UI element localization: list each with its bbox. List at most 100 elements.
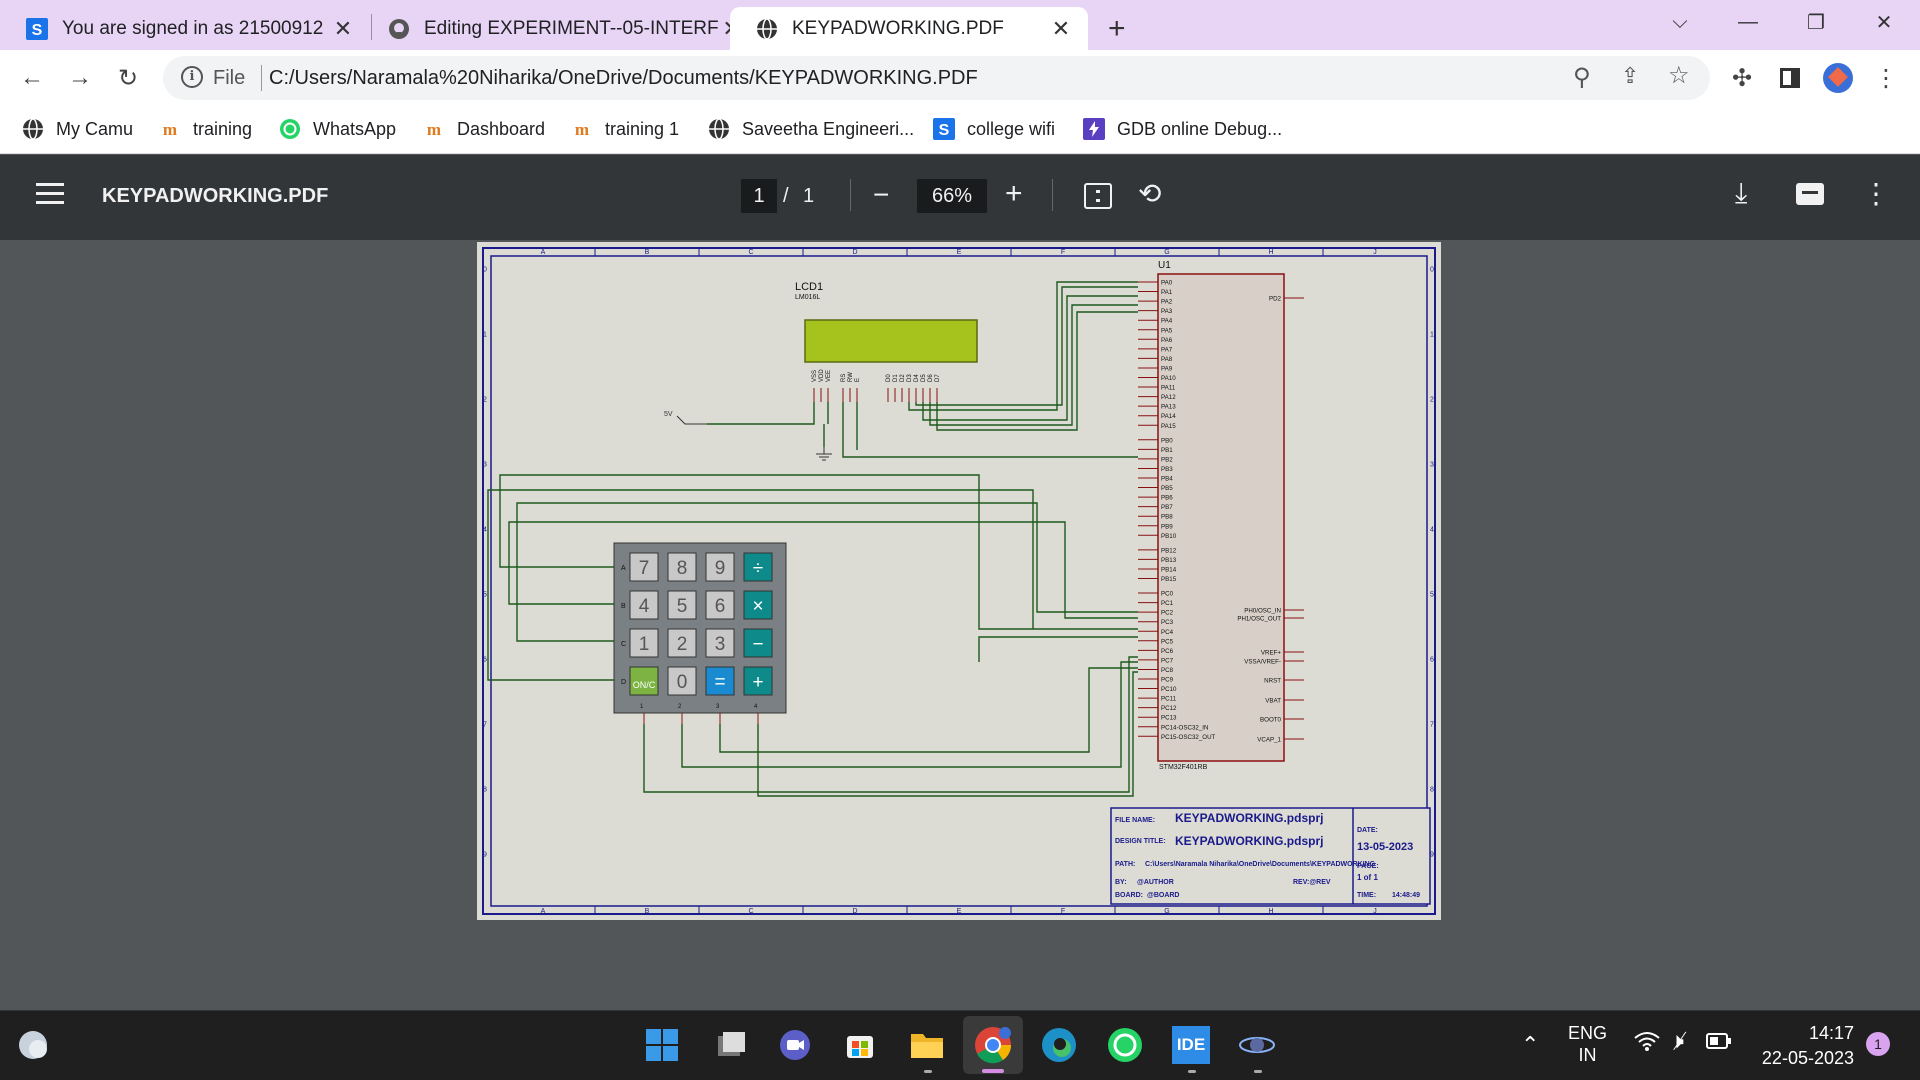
wifi-icon[interactable] [1633,1030,1661,1058]
info-icon[interactable]: i [181,66,203,88]
border-number: 5 [483,592,487,599]
task-view-icon[interactable] [708,1022,754,1068]
globe-icon [22,118,44,140]
bookmark-label: training 1 [605,118,680,139]
tab-search-button[interactable]: ⌵ [1650,0,1710,44]
side-panel-button[interactable] [1774,62,1806,94]
browser-menu-button[interactable]: ⋮ [1870,62,1902,94]
mcu-pin-label: PC6 [1161,648,1174,655]
bookmark-whatsapp[interactable]: WhatsApp [279,114,396,144]
fit-to-page-icon[interactable] [1084,183,1112,209]
close-icon: ✕ [1875,11,1893,34]
keypad-col-label: 1 [640,704,644,710]
new-tab-button[interactable]: + [1096,7,1146,50]
print-icon[interactable] [1796,183,1824,205]
address-bar[interactable]: i File C:/Users/Naramala%20Niharika/OneD… [163,56,1710,100]
m-logo-icon: m [571,118,593,140]
url-text[interactable]: C:/Users/Naramala%20Niharika/OneDrive/Do… [269,67,978,89]
bookmark-saveetha[interactable]: Saveetha Engineeri... [708,114,914,144]
lcd-pin-label: VDD [819,369,825,382]
keypad-key [629,666,659,696]
mcu-pin-label: PD2 [1269,296,1282,303]
keypad-key [705,666,735,696]
minus-icon: − [873,179,890,210]
reload-button[interactable]: ↻ [112,62,144,94]
mcu-pin-label: PC7 [1161,657,1174,664]
profile-button[interactable] [1822,62,1854,94]
tab-github-editing[interactable]: Editing EXPERIMENT--05-INTERF ✕ [362,7,741,50]
keypad-key-label: 8 [677,558,688,579]
forward-button[interactable]: → [64,62,96,94]
bookmark-label: My Camu [56,118,134,139]
settings-app-icon[interactable] [1234,1022,1280,1068]
border-number: 1 [1430,332,1434,339]
ide-icon[interactable]: IDE [1168,1022,1214,1068]
extensions-button[interactable]: ✣ [1726,62,1758,94]
tab-keypad-pdf[interactable]: KEYPADWORKING.PDF ✕ [730,7,1088,50]
lcd-pin-label: D5 [921,374,927,382]
bookmark-star-icon[interactable]: ☆ [1668,62,1690,89]
tab-signed-in[interactable]: S You are signed in as 21500912 ✕ [0,7,370,50]
battery-icon[interactable] [1706,1033,1732,1054]
volume-muted-icon[interactable]: 🕨̸ [1670,1028,1684,1053]
download-icon[interactable]: ⤓ [1735,177,1748,208]
close-icon[interactable]: ✕ [1051,15,1071,41]
border-number: 6 [1430,657,1434,664]
keypad-key [705,590,735,620]
mcu-pin-label: PC13 [1161,715,1177,722]
restore-button[interactable]: ❐ [1786,0,1846,44]
board: @BOARD [1147,892,1180,899]
keypad-key-label: 2 [677,634,688,655]
edge-icon[interactable] [1036,1022,1082,1068]
mcu-pin-label: PB1 [1161,447,1173,454]
m-logo-icon: m [159,118,181,140]
bookmark-training-1[interactable]: m training 1 [571,114,679,144]
mcu-pin-label: PA6 [1161,337,1173,344]
store-icon[interactable] [837,1022,883,1068]
back-button[interactable]: ← [16,62,48,94]
zoom-in-button[interactable]: + [1005,177,1023,211]
keypad-key-label: = [714,672,725,693]
whatsapp-icon[interactable] [1102,1022,1148,1068]
tab-title: KEYPADWORKING.PDF [792,17,1004,39]
notification-badge[interactable]: 1 [1866,1032,1890,1056]
chrome-icon[interactable] [970,1022,1016,1068]
windows-start-icon[interactable] [639,1022,685,1068]
minimize-button[interactable]: — [1718,0,1778,44]
hamburger-menu-icon[interactable] [36,183,64,205]
share-icon[interactable]: ⇪ [1621,63,1640,88]
close-window-button[interactable]: ✕ [1854,0,1914,44]
bookmark-my-camu[interactable]: My Camu [22,114,133,144]
keypad-key [743,590,773,620]
keypad-col-label: 4 [754,704,758,710]
weather-icon[interactable] [10,1022,56,1068]
border-number: 8 [1430,787,1434,794]
zoom-out-button[interactable]: − [873,179,889,211]
border-letter: H [1268,249,1273,256]
running-indicator [924,1070,932,1073]
page-separator: / [783,185,789,207]
close-icon[interactable]: ✕ [333,15,353,41]
border-letter: H [1268,908,1273,915]
file-explorer-icon[interactable] [904,1022,950,1068]
zoom-level-input[interactable]: 66% [917,179,987,213]
design-title-label: DESIGN TITLE: [1115,838,1166,845]
rotate-icon[interactable]: ⟲ [1138,178,1162,209]
mcu-pin-label: PB14 [1161,566,1177,573]
kebab-menu-icon[interactable]: ⋮ [1862,178,1890,209]
keypad-key-label: ON/C [633,680,656,690]
page-number-input[interactable]: 1 [741,179,777,213]
total-pages: 1 [803,185,815,207]
chevron-up-icon[interactable]: ⌃ [1521,1032,1540,1057]
mcu-pin-label: PB12 [1161,547,1177,554]
mcu-pin-label: PA14 [1161,413,1176,420]
bookmark-gdb-online[interactable]: GDB online Debug... [1083,114,1282,144]
zoom-magnifier-icon[interactable]: ⚲ [1573,64,1591,91]
teams-chat-icon[interactable] [772,1022,818,1068]
